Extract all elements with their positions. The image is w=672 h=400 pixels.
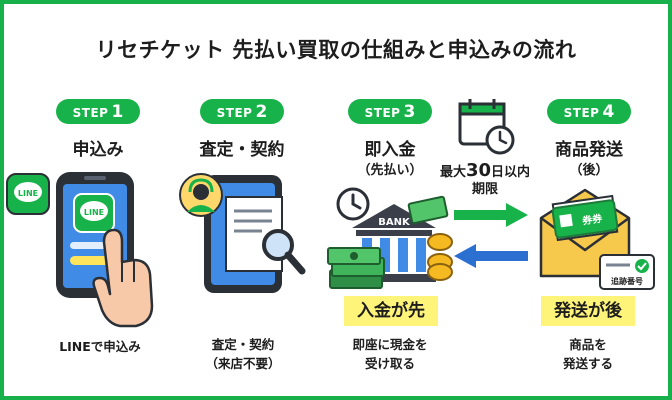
step-2-heading: 査定・契約: [199, 140, 285, 160]
clock-icon: [336, 187, 370, 221]
step-2-caption-line2: （来店不要）: [205, 356, 281, 371]
ticket-icon: 券券: [551, 199, 619, 239]
cash-bill-icon: [407, 195, 449, 225]
step-3-subheading: （先払い）: [357, 163, 423, 178]
hand-pointer-icon: [92, 228, 154, 328]
page-title: リセチケット 先払い買取の仕組みと申込みの流れ: [95, 38, 577, 62]
line-label: LINE: [84, 208, 104, 217]
deadline-note-line2: 期限: [471, 182, 498, 197]
magnifier-icon: [262, 229, 306, 275]
step-4-subheading: （後）: [569, 163, 609, 178]
bank-label: BANK: [378, 217, 411, 228]
step-4-heading: 商品発送: [555, 140, 623, 160]
line-app-icon: LINE: [6, 173, 50, 215]
ticket-label: 券券: [580, 212, 604, 228]
line-app-label: LINE: [18, 189, 38, 198]
step-4-highlight: [541, 296, 635, 326]
step-1-caption: LINEで申込み: [59, 339, 141, 354]
cash-stack-icon: [327, 247, 385, 289]
tracking-label: 追跡番号: [611, 276, 643, 286]
support-agent-icon: [179, 173, 223, 217]
arrow-left-icon: [454, 244, 528, 268]
tracking-card-icon: 追跡番号: [599, 254, 655, 290]
deadline-note: 最大30日以内: [439, 160, 531, 181]
step-4-highlight-text: 発送が後: [554, 301, 622, 321]
step-3-caption-line1: 即座に現金を: [352, 337, 428, 352]
calendar-icon: [458, 99, 515, 155]
coin-icon: [427, 233, 453, 281]
step-1-heading: 申込み: [72, 140, 124, 160]
step-4-caption-line2: 発送する: [562, 356, 613, 371]
step-4-caption-line1: 商品を: [569, 337, 607, 352]
arrow-right-icon: [454, 203, 528, 227]
step-3-caption-line2: 受け取る: [364, 356, 415, 371]
step-3-heading: 即入金: [364, 140, 416, 160]
step-3-highlight-text: 入金が先: [357, 301, 425, 321]
step-2-caption-line1: 査定・契約: [211, 337, 275, 352]
step-3-highlight: [344, 296, 438, 326]
